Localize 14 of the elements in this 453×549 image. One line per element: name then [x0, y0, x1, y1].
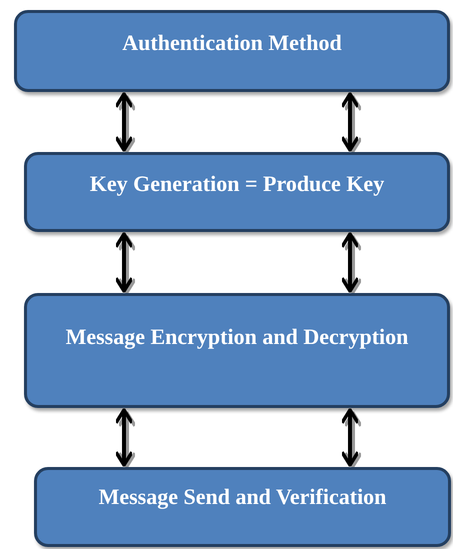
- double-arrow: [340, 408, 363, 468]
- double-arrow: [340, 92, 363, 153]
- process-box: [34, 467, 451, 547]
- box-label: Message Send and Verification: [98, 483, 388, 511]
- process-box: [24, 293, 450, 408]
- box-label: Authentication Method: [121, 29, 343, 57]
- double-arrow: [114, 92, 137, 153]
- process-box: [24, 152, 450, 232]
- double-arrow: [340, 232, 363, 294]
- double-arrow: [114, 408, 137, 468]
- box-label: Key Generation = Produce Key: [88, 170, 386, 198]
- double-arrow: [114, 232, 137, 294]
- process-box: [14, 10, 450, 92]
- box-label: Message Encryption and Decryption: [64, 322, 410, 351]
